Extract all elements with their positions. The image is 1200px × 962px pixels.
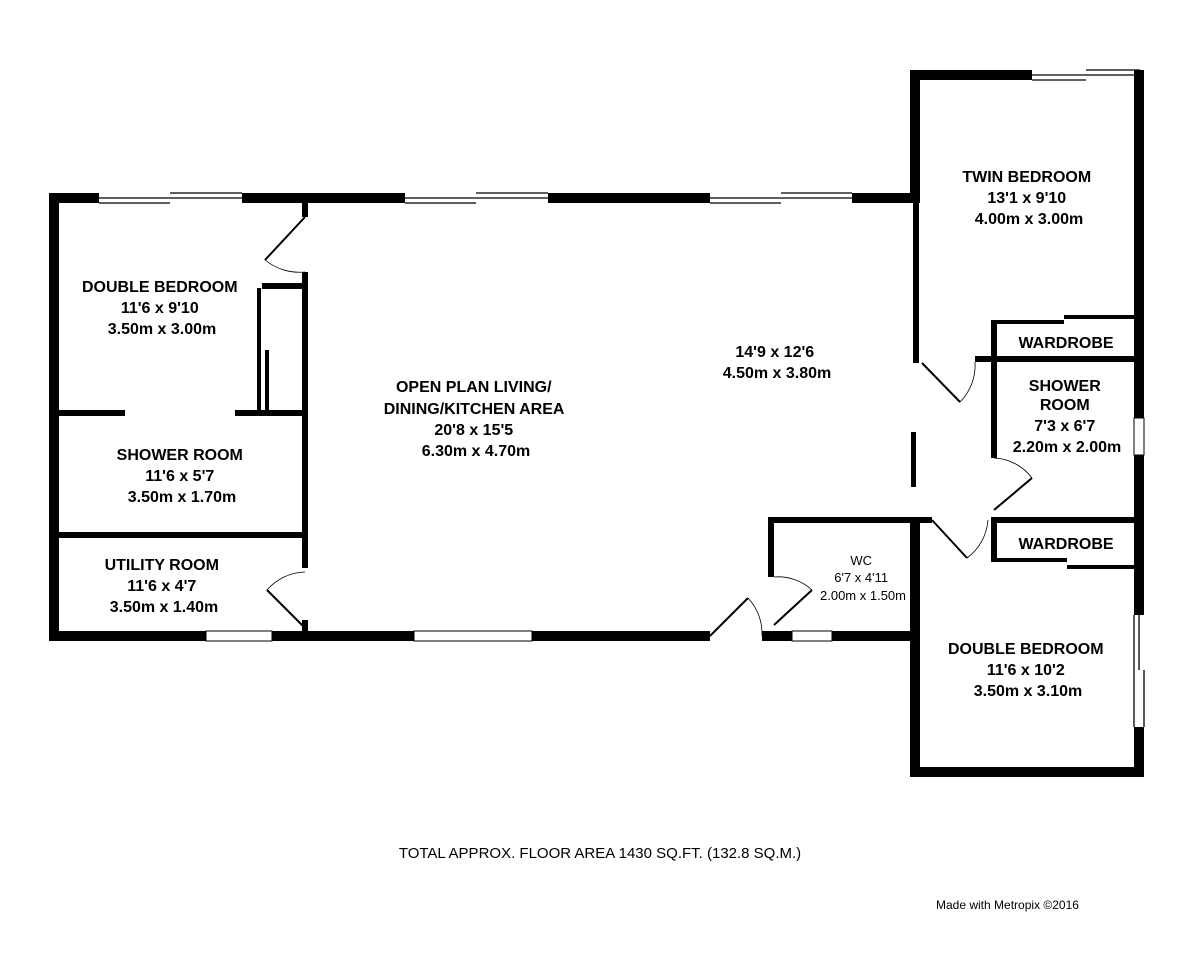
wardrobe-1-label: WARDROBE [1018,335,1113,352]
shower-room-2-label: SHOWER ROOM 7'3 x 6'7 2.20m x 2.00m [1013,378,1122,456]
interior-walls [59,203,1134,631]
twin-bedroom-label: TWIN BEDROOM 13'1 x 9'10 4.00m x 3.00m [962,169,1095,228]
open-plan-label: OPEN PLAN LIVING/ DINING/KITCHEN AREA 20… [384,379,569,460]
room-labels: DOUBLE BEDROOM 11'6 x 9'10 3.50m x 3.00m… [82,169,1121,700]
double-bedroom-1-label: DOUBLE BEDROOM 11'6 x 9'10 3.50m x 3.00m [82,279,242,338]
total-floor-area: TOTAL APPROX. FLOOR AREA 1430 SQ.FT. (13… [398,845,802,862]
doors [264,216,1033,637]
shower-room-1-label: SHOWER ROOM 11'6 x 5'7 3.50m x 1.70m [117,447,248,506]
open-plan-extension-label: 14'9 x 12'6 4.50m x 3.80m [723,344,832,382]
double-bedroom-2-label: DOUBLE BEDROOM 11'6 x 10'2 3.50m x 3.10m [948,641,1108,700]
windows [99,69,1145,727]
wc-label: WC 6'7 x 4'11 2.00m x 1.50m [820,553,906,603]
wardrobe-2-label: WARDROBE [1018,536,1113,553]
metropix-credit: Made with Metropix ©2016 [936,898,1079,912]
utility-room-label: UTILITY ROOM 11'6 x 4'7 3.50m x 1.40m [105,557,224,616]
exterior-walls [49,70,1144,777]
